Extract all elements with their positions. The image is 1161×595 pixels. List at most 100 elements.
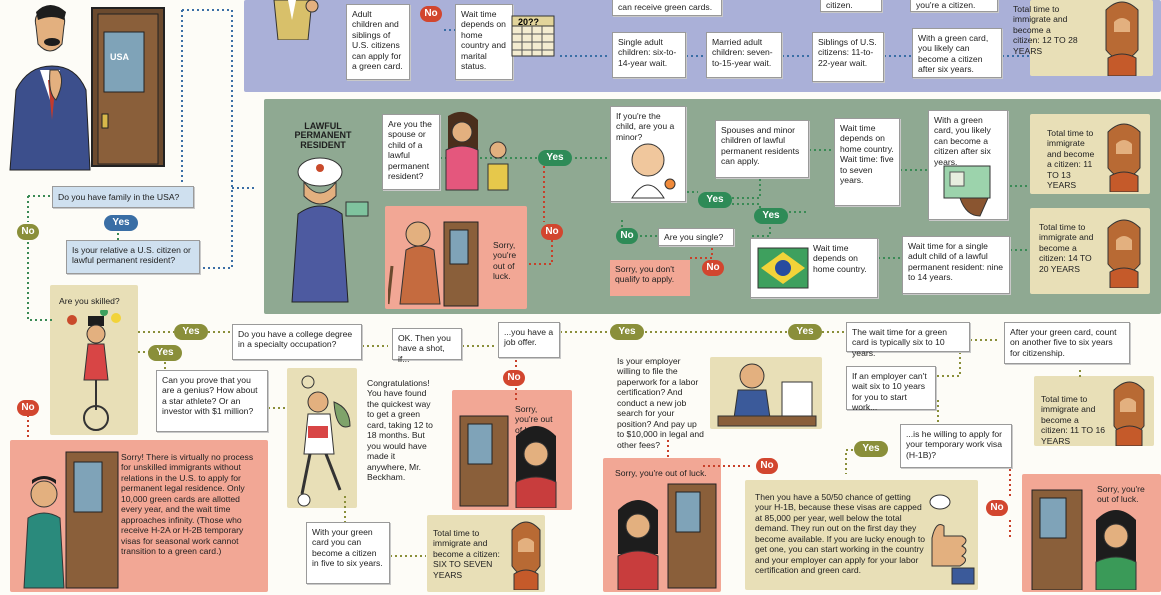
green-card-hand-figure <box>940 162 996 218</box>
total-14-20-box: Total time to immigrate and become a cit… <box>1039 222 1094 274</box>
worried-man-icon <box>0 0 92 180</box>
baby-icon <box>631 143 676 199</box>
mother-child-icon <box>445 111 509 191</box>
turban-man-icon <box>291 157 369 303</box>
yes-pill-family: Yes <box>104 215 138 231</box>
after-gc-box: After your green card, count on another … <box>1004 322 1130 364</box>
skilled-q-box: Are you skilled? <box>59 296 120 306</box>
h1b-chance-box: Then you have a 50/50 chance of getting … <box>755 492 926 576</box>
juggler-unicycle-icon <box>67 308 121 431</box>
door-usa-label: USA <box>110 52 130 62</box>
no-pill-skilled: No <box>17 400 39 416</box>
green-card-icon <box>943 165 991 217</box>
yes-pill-lpr-2: Yes <box>698 192 732 208</box>
no-pill-lpr-1: No <box>541 224 563 240</box>
thumbs-up-icon <box>929 494 975 585</box>
mother-child-figure <box>440 110 518 192</box>
sad-man-door-icon <box>23 451 119 589</box>
soccer-man-figure <box>290 372 356 508</box>
total-citizen-box: Total time to immigrate and become a cit… <box>1013 4 1078 56</box>
bearded-old-man-icon-3 <box>1107 219 1141 289</box>
genius-q-box: Can you prove that you are a genius? How… <box>156 370 268 432</box>
no-pill-citizen: No <box>420 6 442 22</box>
college-q-box: Do you have a college degree in a specia… <box>232 324 362 360</box>
baby-figure <box>620 138 680 200</box>
turban-man-figure <box>286 154 372 304</box>
sad-man-door-figure <box>16 448 120 590</box>
calendar-year: 20?? <box>518 17 540 27</box>
total-11-16-box: Total time to immigrate and become a cit… <box>1041 394 1106 446</box>
sad-woman-figure-1 <box>456 396 570 509</box>
sorry-luck-h1b-box: Sorry, you're out of luck. <box>1097 484 1145 505</box>
dont-qualify-box: Sorry, you don't qualify to apply. <box>610 260 690 296</box>
with-gc-box: With your green card you can become a ci… <box>306 522 390 584</box>
sad-woman-figure-2 <box>608 480 720 591</box>
worried-man-figure <box>0 0 92 180</box>
no-pill-family: No <box>17 224 39 240</box>
married-adult-box: Married adult children: seven-to-15-year… <box>706 32 782 78</box>
top-clip-box-2: citizen. <box>820 0 882 12</box>
unskilled-box: Sorry! There is virtually no process for… <box>121 452 254 557</box>
old-man-figure-top <box>262 0 322 41</box>
old-man-figure-skilled <box>508 520 544 591</box>
yes-pill-skilled-2: Yes <box>148 345 182 361</box>
old-man-figure-lpr <box>1102 122 1146 193</box>
sad-woman-door-icon-2 <box>617 483 717 591</box>
old-man-cane-icon <box>386 221 479 307</box>
yes-pill-h1b: Yes <box>854 441 888 457</box>
relative-q-box: Is your relative a U.S. citizen or lawfu… <box>66 240 200 274</box>
cant-wait-box: If an employer can't wait six to 10 year… <box>846 366 936 412</box>
yes-pill-skilled-1: Yes <box>174 324 208 340</box>
yes-pill-lpr-1: Yes <box>538 150 572 166</box>
old-woman-figure-employer <box>1108 380 1150 447</box>
lpr-section-title: LAWFUL PERMANENT RESIDENT <box>294 121 352 150</box>
bearded-old-man-icon-5 <box>1113 381 1145 447</box>
single-q-box: Are you single? <box>658 228 734 246</box>
no-pill-h1b: No <box>986 500 1008 516</box>
thumbs-up-figure <box>918 488 976 586</box>
total-11-13-box: Total time to immigrate and become a cit… <box>1047 128 1095 191</box>
sorry-luck-employer-box: Sorry, you're out of luck. <box>615 468 707 478</box>
total-6-7-box: Total time to immigrate and become a cit… <box>433 528 500 580</box>
sad-woman-door-icon-3 <box>1031 489 1137 591</box>
soccer-player-icon <box>297 375 351 507</box>
wait-5-7-box: Wait time depends on home country. Wait … <box>834 118 900 206</box>
flag-figure <box>756 244 810 292</box>
sad-old-man-figure <box>386 214 482 308</box>
congrats-box: Congratulations! You have found the quic… <box>367 378 433 483</box>
sad-woman-door-icon <box>459 415 557 509</box>
family-q-box: Do you have family in the USA? <box>52 186 194 208</box>
no-pill-lpr-3: No <box>702 260 724 276</box>
wait-single-adult-box: Wait time for a single adult child of a … <box>902 236 1010 294</box>
single-adult-box: Single adult children: six-to-14-year wa… <box>612 32 686 78</box>
no-pill-job: No <box>503 370 525 386</box>
top-clip-box-1: can receive green cards. <box>612 0 722 16</box>
calendar-icon <box>511 15 555 57</box>
spouse-child-box: Are you the spouse or child of a lawful … <box>382 114 440 190</box>
businessman-desk-icon <box>717 363 817 427</box>
employer-q-box: Is your employer willing to file the pap… <box>617 356 704 450</box>
sad-woman-figure-3 <box>1028 484 1156 591</box>
wait-depends-box: Wait time depends on home country and ma… <box>455 4 513 80</box>
old-man-figure-lpr2 <box>1102 218 1146 289</box>
h1b-q-box: ...is he willing to apply for your tempo… <box>900 424 1012 468</box>
bearded-old-man-icon-4 <box>511 521 541 591</box>
sorry-luck-lpr-box: Sorry, you're out of luck. <box>493 240 517 282</box>
top-clip-box-3: you're a citizen. <box>910 0 998 12</box>
spouses-minor-box: Spouses and minor children of lawful per… <box>715 120 809 178</box>
bearded-old-man-icon-2 <box>1107 123 1141 193</box>
gc-citizen-box: With a green card, you likely can become… <box>912 28 1002 78</box>
usa-door-figure: USA <box>88 4 168 169</box>
juggler-figure <box>60 308 132 432</box>
adult-children-box: Adult children and siblings of U.S. citi… <box>346 4 410 80</box>
calendar-figure: 20?? <box>510 10 556 58</box>
wait-6-10-box: The wait time for a green card is typica… <box>846 322 970 358</box>
no-pill-employer: No <box>756 458 778 474</box>
siblings-box: Siblings of U.S. citizens: 11-to-22-year… <box>812 32 884 82</box>
yes-pill-job: Yes <box>610 324 644 340</box>
employer-desk-figure <box>712 358 822 428</box>
yes-pill-employer: Yes <box>788 324 822 340</box>
bearded-old-man-icon <box>1105 1 1139 77</box>
job-offer-box: ...you have a job offer. <box>498 322 560 358</box>
no-pill-lpr-2: No <box>616 228 638 244</box>
